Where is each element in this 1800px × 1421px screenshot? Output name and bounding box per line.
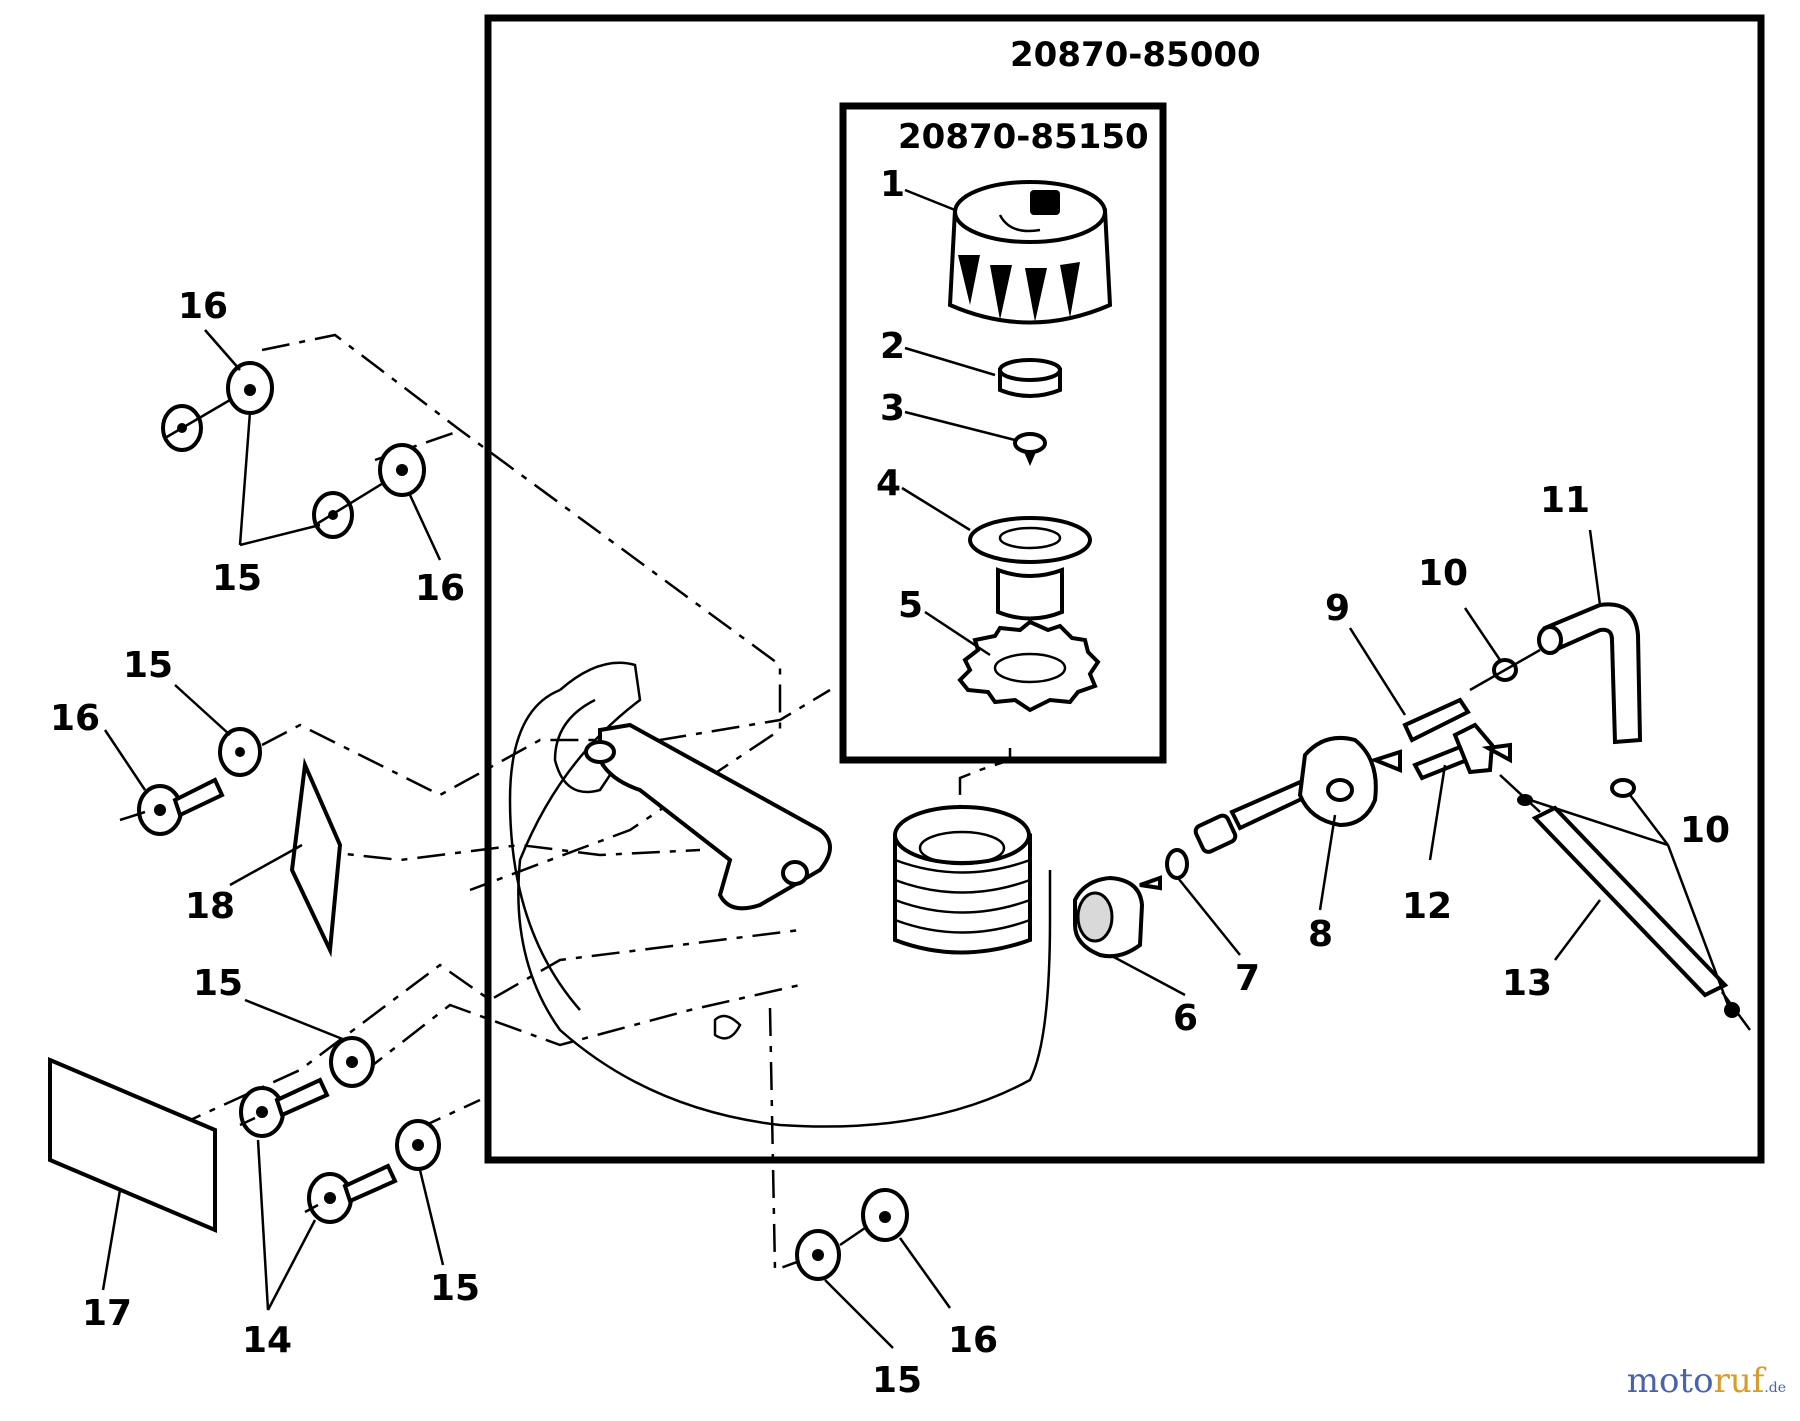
- hardware-group-bottom: [795, 1188, 909, 1281]
- label-10-top: 10: [1418, 553, 1468, 594]
- watermark-logo: motoruf.de: [1627, 1361, 1786, 1401]
- fuel-cap: [947, 180, 1113, 325]
- label-3: 3: [880, 388, 905, 429]
- fuel-tank: [508, 661, 1052, 1128]
- hardware-group-low: [239, 1036, 441, 1224]
- label-8: 8: [1308, 914, 1333, 955]
- hardware-group-top: [161, 361, 426, 539]
- label-15-top: 15: [212, 558, 262, 599]
- label-leaders: [101, 188, 1730, 1349]
- watermark-part1: moto: [1626, 1361, 1714, 1401]
- fuel-strainer: [968, 516, 1092, 621]
- label-15-left: 15: [193, 963, 243, 1004]
- hardware-group-mid: [119, 727, 262, 836]
- label-5: 5: [898, 585, 923, 626]
- label-13: 13: [1502, 963, 1552, 1004]
- label-16-bottom: 16: [948, 1320, 998, 1361]
- fittings: [1402, 697, 1512, 781]
- label-plate-17: [48, 1056, 217, 1234]
- outer-assembly-box: [484, 14, 1765, 1164]
- fuel-valve: [1073, 735, 1402, 959]
- watermark-part2: ruf: [1713, 1361, 1765, 1401]
- label-18: 18: [185, 886, 235, 927]
- outer-assembly-code: 20870-85000: [1010, 35, 1261, 75]
- gasket-ring: [957, 619, 1101, 713]
- label-9: 9: [1325, 588, 1350, 629]
- label-16-mid: 16: [50, 698, 100, 739]
- label-6: 6: [1173, 998, 1198, 1039]
- o-rings: [1469, 648, 1740, 1018]
- label-14: 14: [242, 1320, 292, 1361]
- label-4: 4: [876, 463, 901, 504]
- label-12: 12: [1402, 886, 1452, 927]
- label-15-bottom: 15: [872, 1360, 922, 1401]
- label-2: 2: [880, 326, 905, 367]
- label-7: 7: [1235, 958, 1260, 999]
- label-17: 17: [82, 1293, 132, 1334]
- inner-assembly-code: 20870-85150: [898, 117, 1149, 157]
- label-10-right: 10: [1680, 810, 1730, 851]
- label-16-upper-right: 16: [415, 568, 465, 609]
- label-11: 11: [1540, 480, 1590, 521]
- elbow-pipe: [1537, 602, 1643, 745]
- label-15-mid: 15: [123, 645, 173, 686]
- inner-assembly-box: [839, 102, 1167, 764]
- vent-valve: [1013, 432, 1047, 466]
- watermark-part3: .de: [1764, 1380, 1786, 1396]
- label-16-top: 16: [178, 286, 228, 327]
- label-1: 1: [880, 164, 905, 205]
- callout-labels: 1 2 3 4 5 6 7 8 9 10 10 11 12 13 14 15 1…: [50, 164, 1730, 1401]
- label-15-low: 15: [430, 1268, 480, 1309]
- cap-seal: [998, 358, 1062, 398]
- plate-18: [289, 757, 343, 958]
